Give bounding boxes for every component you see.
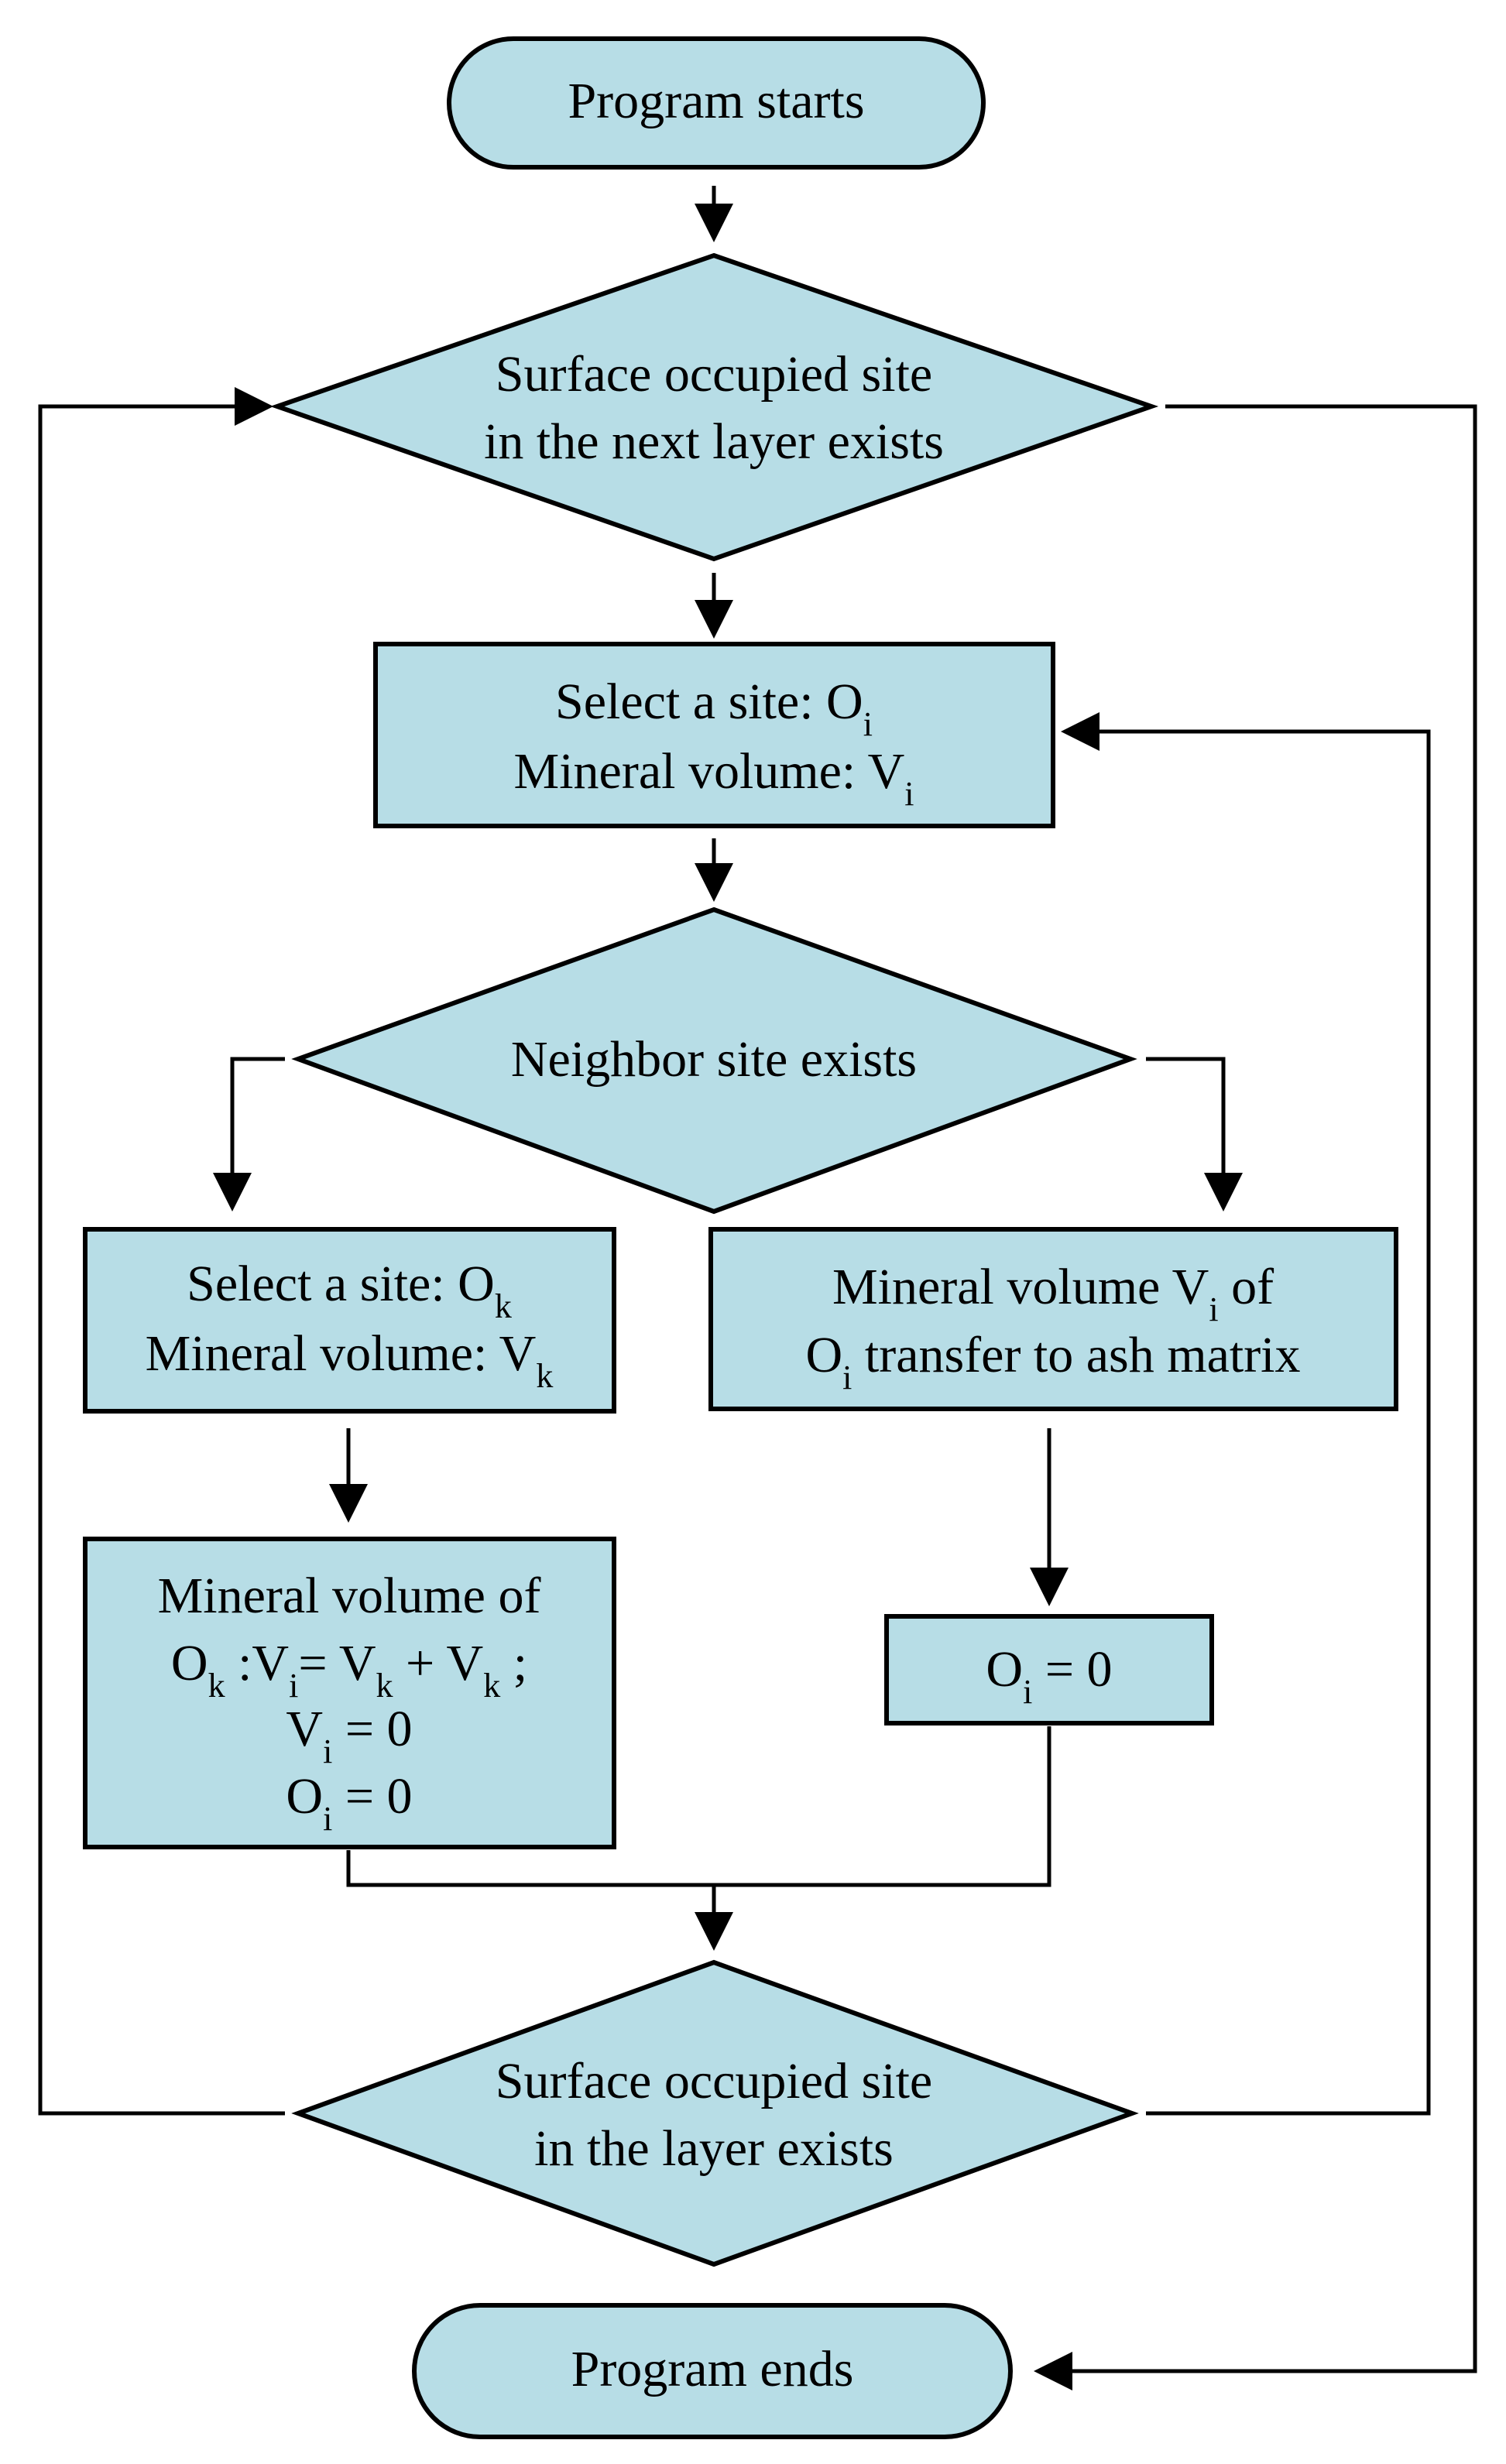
neighbor-label: Neighbor site exists <box>511 1031 917 1088</box>
decision-surface-layer: Surface occupied site in the layer exist… <box>291 1959 1139 2267</box>
process-oi-zero: Oi = 0 <box>884 1614 1214 1725</box>
decision3-line2: in the layer exists <box>534 2120 894 2177</box>
transfer-line1: Mineral volume Vi of <box>832 1259 1274 1328</box>
update-line3: Vi = 0 <box>286 1701 412 1770</box>
update-line1: Mineral volume of <box>158 1568 541 1624</box>
select-i-line1: Select a site: Oi <box>555 673 873 743</box>
process-select-site-k: Select a site: Ok Mineral volume: Vk <box>83 1227 616 1414</box>
connectors <box>38 186 1477 2390</box>
edge-merge-to-decision3 <box>346 1726 1051 1887</box>
edge-neighbor-to-transfer <box>1146 1057 1243 1211</box>
program-starts-label: Program starts <box>568 73 864 129</box>
decision-neighbor-exists: Neighbor site exists <box>291 906 1137 1215</box>
process-transfer-ash: Mineral volume Vi of Oi transfer to ash … <box>708 1227 1398 1411</box>
edge-decision1-no-to-end <box>1034 404 1477 2390</box>
decision1-line1: Surface occupied site <box>496 346 932 403</box>
edge-decision3-loop-to-select-i <box>1061 712 1431 2116</box>
terminator-program-ends: Program ends <box>412 2303 1013 2439</box>
update-line2: Ok :Vi= Vk + Vk ; <box>171 1635 527 1705</box>
select-i-line2: Mineral volume: Vi <box>514 743 914 813</box>
select-k-line1: Select a site: Ok <box>187 1256 512 1325</box>
terminator-program-starts: Program starts <box>447 36 986 170</box>
decision-surface-next-layer: Surface occupied site in the next layer … <box>269 252 1159 562</box>
edge-decision3-loop-to-decision1 <box>38 387 285 2116</box>
decision3-line1: Surface occupied site <box>496 2053 932 2109</box>
process-select-site-i: Select a site: Oi Mineral volume: Vi <box>373 642 1055 828</box>
update-line4: Oi = 0 <box>286 1768 412 1838</box>
transfer-line2: Oi transfer to ash matrix <box>805 1327 1300 1396</box>
select-k-line2: Mineral volume: Vk <box>146 1325 554 1395</box>
decision1-line2: in the next layer exists <box>484 413 944 470</box>
edge-neighbor-to-select-k <box>213 1057 285 1211</box>
process-mineral-update: Mineral volume of Ok :Vi= Vk + Vk ; Vi =… <box>83 1537 616 1849</box>
program-ends-label: Program ends <box>571 2341 854 2397</box>
oi-zero-label: Oi = 0 <box>986 1641 1112 1711</box>
